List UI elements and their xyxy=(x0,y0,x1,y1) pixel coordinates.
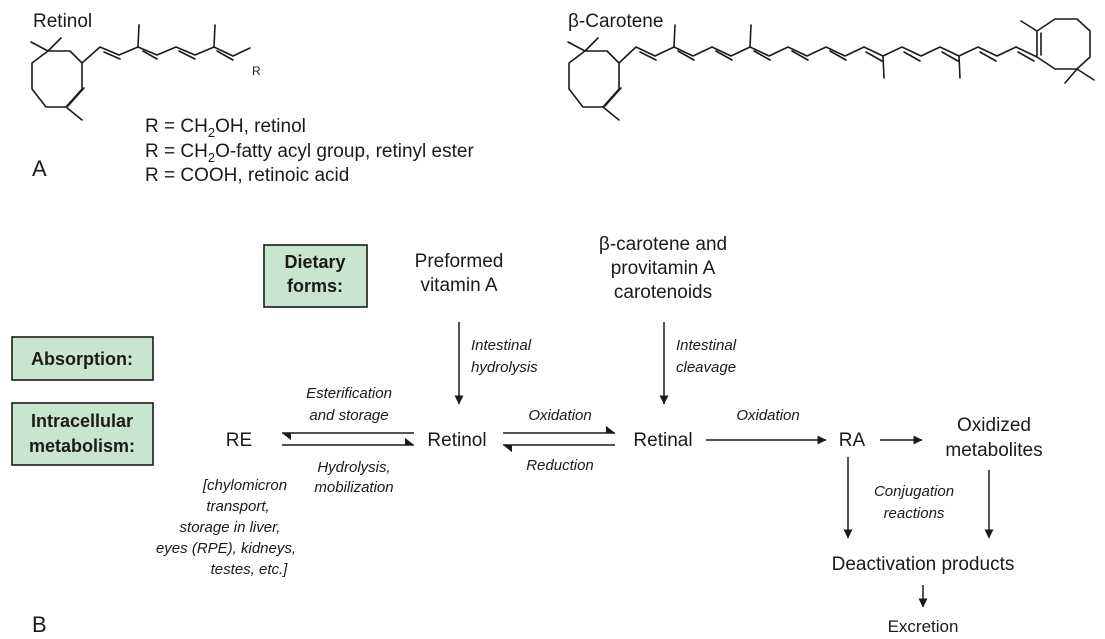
absorption-box xyxy=(11,336,154,381)
r-line-retinoic-acid: R = COOH, retinoic acid xyxy=(145,165,349,186)
storage-note-line4: eyes (RPE), kidneys, xyxy=(156,540,296,557)
carotenoids-line1: β-carotene and xyxy=(599,234,727,255)
node-deactivation-products: Deactivation products xyxy=(832,554,1015,575)
node-excretion: Excretion xyxy=(888,617,959,636)
node-retinol: Retinol xyxy=(427,430,486,451)
storage-note-line3: storage in liver, xyxy=(180,519,281,536)
carotene-title: β-Carotene xyxy=(568,11,663,32)
carotenoids-line2: provitamin A xyxy=(611,258,716,279)
storage-note-line2: transport, xyxy=(206,498,269,515)
panel-a: Retinol β-Carotene R R = CH2OH, retinol … xyxy=(30,11,1095,186)
reduction-label: Reduction xyxy=(526,457,594,474)
retinol-structure: R xyxy=(30,24,261,121)
conjugation-line2: reactions xyxy=(884,505,945,522)
dietary-forms-label-line1: Dietary xyxy=(284,252,345,272)
retinol-title: Retinol xyxy=(33,11,92,32)
storage-note-line1: [chylomicron xyxy=(202,477,287,494)
oxidation-label-2: Oxidation xyxy=(736,407,799,424)
hydrolysis-line2: mobilization xyxy=(314,479,393,496)
intestinal-cleavage-line2: cleavage xyxy=(676,359,736,376)
intracellular-metabolism-box xyxy=(11,402,154,466)
node-oxidized-metabolites-line1: Oxidized xyxy=(957,415,1031,436)
panel-a-label: A xyxy=(32,156,47,181)
panel-b: Dietary forms: Absorption: Intracellular… xyxy=(11,234,1043,637)
r-group-label: R xyxy=(252,64,261,78)
intestinal-cleavage-line1: Intestinal xyxy=(676,337,737,354)
intracellular-label-line2: metabolism: xyxy=(29,436,135,456)
r-line-retinyl-ester: R = CH2O-fatty acyl group, retinyl ester xyxy=(145,141,474,165)
esterification-line2: and storage xyxy=(309,407,388,424)
dietary-forms-box xyxy=(263,244,368,308)
dietary-forms-label-line2: forms: xyxy=(287,276,343,296)
node-retinal: Retinal xyxy=(633,430,692,451)
preformed-vitamin-a-line2: vitamin A xyxy=(420,275,497,296)
esterification-line1: Esterification xyxy=(306,385,392,402)
hydrolysis-line1: Hydrolysis, xyxy=(317,459,390,476)
absorption-label: Absorption: xyxy=(31,349,133,369)
node-ra: RA xyxy=(839,430,866,451)
intestinal-hydrolysis-line2: hydrolysis xyxy=(471,359,538,376)
preformed-vitamin-a-line1: Preformed xyxy=(415,251,504,272)
storage-note-line5: testes, etc.] xyxy=(211,561,289,578)
beta-carotene-structure xyxy=(567,18,1095,121)
r-line-retinol: R = CH2OH, retinol xyxy=(145,116,306,140)
node-oxidized-metabolites-line2: metabolites xyxy=(945,440,1042,461)
node-re: RE xyxy=(226,430,252,451)
oxidation-label-1: Oxidation xyxy=(528,407,591,424)
intracellular-label-line1: Intracellular xyxy=(31,411,133,431)
carotenoids-line3: carotenoids xyxy=(614,282,712,303)
panel-b-label: B xyxy=(32,612,47,637)
intestinal-hydrolysis-line1: Intestinal xyxy=(471,337,532,354)
conjugation-line1: Conjugation xyxy=(874,483,954,500)
